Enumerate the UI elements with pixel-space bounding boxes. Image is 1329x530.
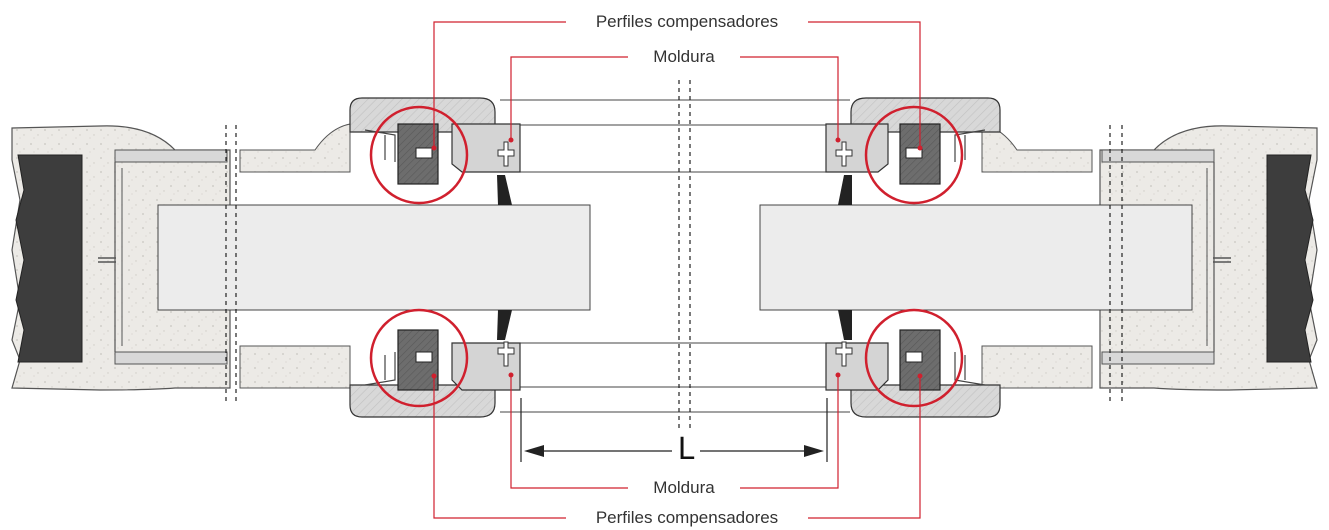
label-bottom-compensators: Perfiles compensadores [589, 508, 785, 528]
highlight-circle-bottom-left [369, 308, 469, 408]
leader-lines [433, 21, 921, 519]
label-dimension-l: L [673, 434, 699, 466]
highlight-circles [369, 105, 964, 408]
highlight-circle-top-left [369, 105, 469, 205]
break-lines [225, 80, 1123, 428]
label-bottom-molding: Moldura [647, 478, 721, 498]
right-wall-section [1099, 125, 1318, 391]
left-frame-bottom [349, 310, 521, 418]
right-frame-top [825, 97, 1001, 205]
highlight-circle-bottom-right [864, 308, 964, 408]
label-top-molding: Moldura [647, 47, 721, 67]
highlight-circle-top-right [864, 105, 964, 205]
label-top-compensators: Perfiles compensadores [589, 12, 785, 32]
leader-dots [431, 137, 923, 379]
left-foam-bands [239, 123, 351, 389]
right-panel [759, 204, 1193, 311]
section-lines [500, 99, 850, 413]
right-frame-bottom [825, 310, 1001, 418]
dimension-l [520, 398, 828, 462]
left-frame-top [349, 97, 521, 205]
left-panel [157, 204, 591, 311]
left-wall-section [11, 125, 231, 391]
